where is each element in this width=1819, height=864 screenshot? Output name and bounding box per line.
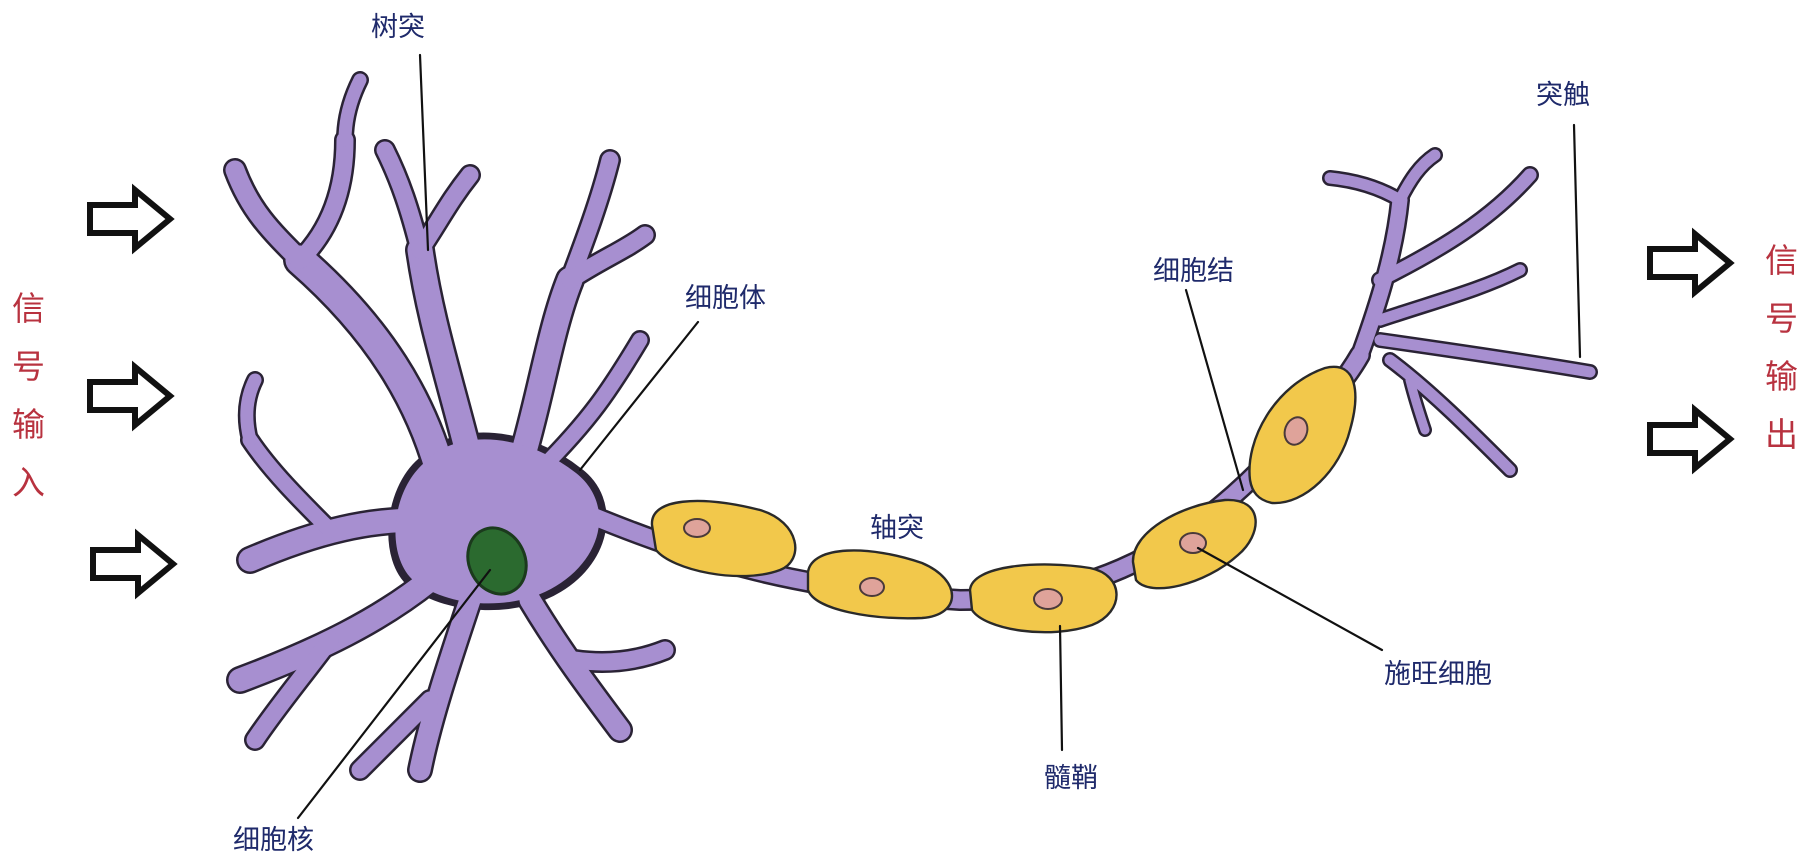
myelin-sheath [650, 365, 1357, 634]
labels: 树突 细胞体 细胞核 轴突 髓鞘 细胞结 施旺细胞 突触 [233, 12, 1590, 856]
input-arrow-icon [90, 528, 178, 600]
signal-output-char: 信 [1765, 241, 1798, 280]
label-schwann: 施旺细胞 [1384, 659, 1492, 690]
input-arrow-icon [87, 183, 175, 255]
output-arrow-icon [1647, 403, 1735, 475]
schwann-cell [968, 563, 1118, 634]
output-arrow-icon [1647, 227, 1735, 299]
signal-input-char: 信 [12, 289, 45, 328]
signal-input-text: 信 号 输 入 [12, 289, 45, 502]
signal-input-char: 入 [12, 463, 45, 502]
signal-input-char: 输 [12, 405, 45, 444]
label-nucleus: 细胞核 [233, 825, 314, 856]
label-node: 细胞结 [1153, 256, 1234, 287]
schwann-cell [650, 499, 797, 578]
label-dendrite: 树突 [371, 12, 425, 43]
signal-output-char: 出 [1765, 415, 1798, 454]
label-soma: 细胞体 [685, 283, 766, 314]
leader-lines [296, 53, 1582, 820]
label-axon: 轴突 [870, 513, 924, 544]
signal-output-char: 输 [1765, 357, 1798, 396]
label-myelin: 髓鞘 [1044, 763, 1098, 794]
schwann-cell [1248, 365, 1357, 505]
output-arrows [1647, 227, 1735, 475]
input-arrows [87, 183, 178, 600]
input-arrow-icon [87, 360, 175, 432]
signal-input-char: 号 [12, 347, 45, 386]
cell-nucleus [466, 526, 528, 596]
signal-output-text: 信 号 输 出 [1765, 241, 1798, 454]
soma [395, 439, 600, 604]
signal-output-char: 号 [1765, 299, 1798, 338]
schwann-cell [1131, 498, 1257, 590]
schwann-cell [806, 549, 953, 620]
label-synapse: 突触 [1536, 80, 1590, 111]
